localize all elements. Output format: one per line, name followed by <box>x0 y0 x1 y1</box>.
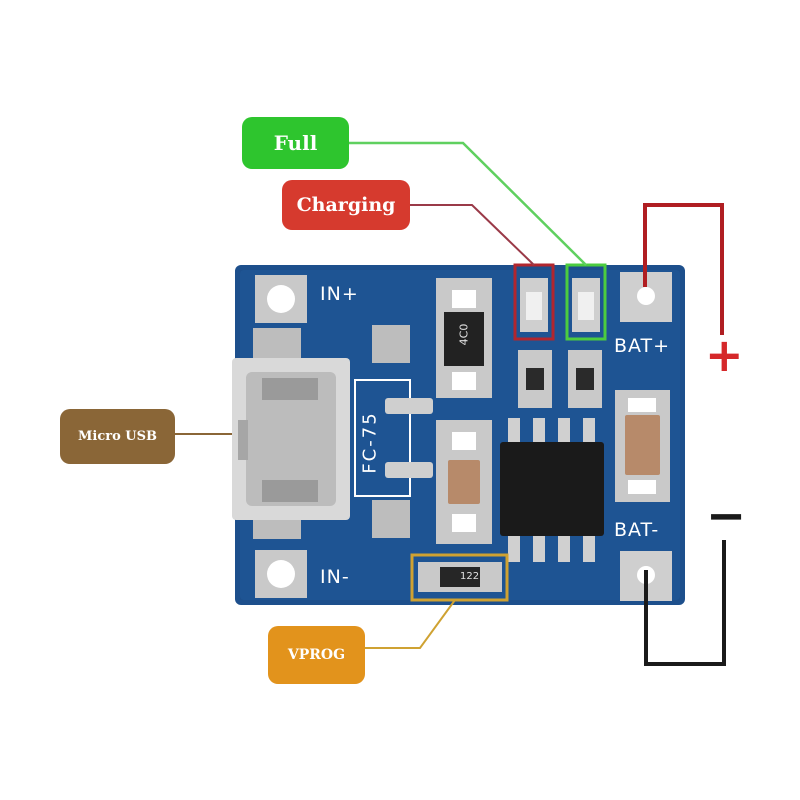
in-minus-label: IN- <box>320 566 350 588</box>
charging-callout: Charging <box>282 180 410 230</box>
wire-positive <box>643 203 724 335</box>
resistor-small <box>568 350 602 408</box>
positive-symbol: + <box>705 328 744 382</box>
micro-usb-callout: Micro USB <box>60 409 175 464</box>
resistor-small <box>518 350 552 408</box>
pad-bat-plus <box>620 272 672 322</box>
capacitor-c2 <box>615 390 670 502</box>
pad-tab <box>385 398 433 414</box>
led-full <box>572 278 600 332</box>
wire-negative <box>644 540 726 666</box>
resistor-r1-marking: 4C0 <box>457 323 471 346</box>
leader-charging <box>410 204 535 266</box>
highlight-vprog <box>410 553 509 602</box>
negative-symbol: − <box>706 488 747 544</box>
resistor-r1 <box>436 278 492 398</box>
charger-ic <box>500 418 604 562</box>
resistor-vprog <box>418 562 502 592</box>
pad-square <box>372 500 410 538</box>
in-plus-label: IN+ <box>320 283 359 305</box>
leader-vprog <box>365 599 456 649</box>
chip-marking-label: FC-75 <box>359 411 381 474</box>
vprog-callout: VPROG <box>268 626 365 684</box>
chip-label-frame <box>354 379 411 497</box>
full-callout: Full <box>242 117 349 169</box>
leader-full <box>349 141 587 266</box>
bat-plus-label: BAT+ <box>614 335 671 357</box>
led-charging <box>520 278 548 332</box>
pad-square <box>372 325 410 363</box>
pad-tab <box>385 462 433 478</box>
micro-usb-connector <box>232 358 350 520</box>
pad-in-minus <box>255 550 307 598</box>
pad-in-plus <box>255 275 307 323</box>
bat-minus-label: BAT- <box>614 519 660 541</box>
resistor-vprog-marking: 122 <box>460 571 480 582</box>
pad-square <box>253 328 301 362</box>
capacitor-c1 <box>436 420 492 544</box>
